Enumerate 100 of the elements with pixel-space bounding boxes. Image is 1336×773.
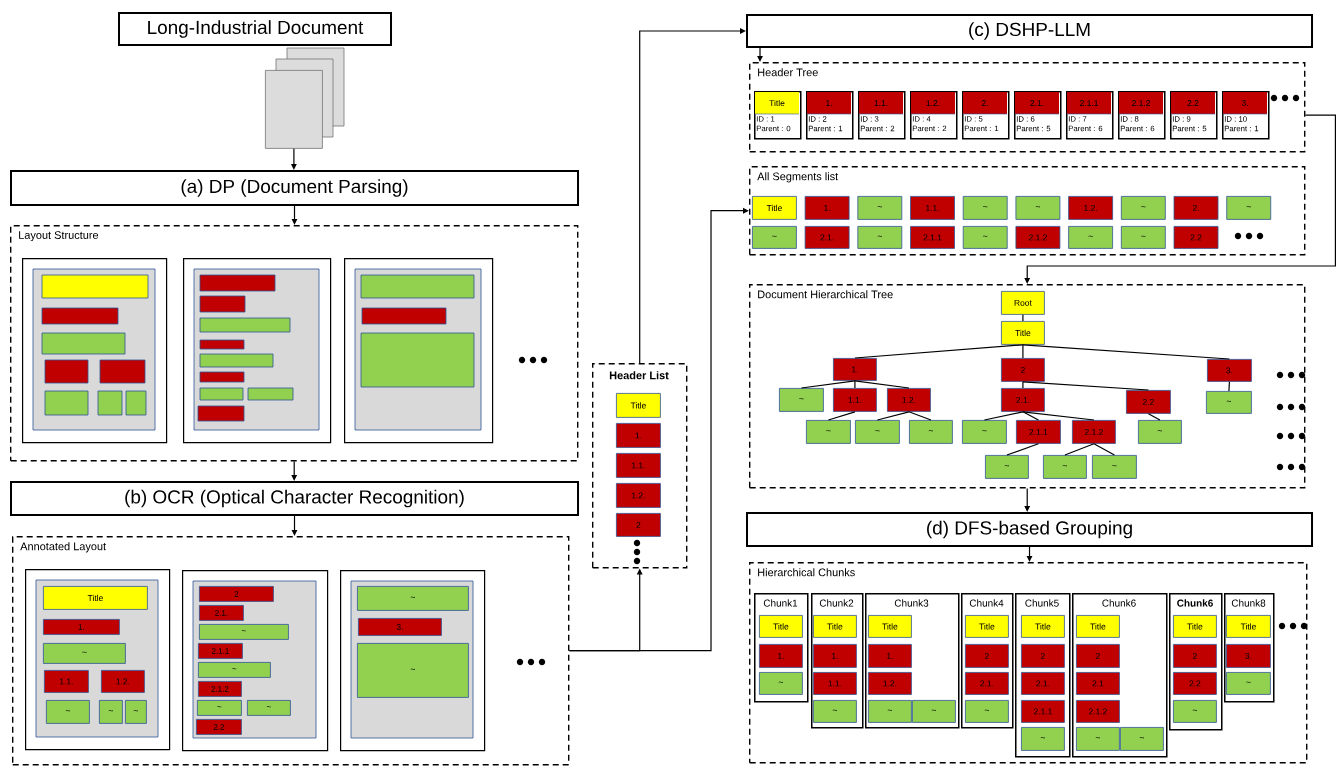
content-box: ~: [857, 196, 903, 220]
header-box: 1.2.: [887, 388, 931, 412]
header-box: 1.1.: [44, 670, 89, 693]
title-box: Title: [1173, 615, 1217, 638]
tree-line: [908, 411, 932, 421]
header-box: 2.1.1: [910, 226, 955, 249]
content-box: ~: [357, 586, 469, 611]
content-box: ~: [357, 643, 469, 698]
content-box: ~: [1021, 727, 1065, 751]
header-box: 1.2.: [616, 483, 661, 508]
tree-line: [1022, 381, 1149, 391]
tree-line: [1022, 381, 1024, 389]
tree-line: [1093, 443, 1115, 456]
tree-line: [876, 411, 910, 421]
stage-title-box: (c) DSHP-LLM: [746, 14, 1314, 48]
header-box: 1.1.: [833, 388, 877, 412]
title-box: Title: [752, 196, 797, 220]
stage-title-box: (a) DP (Document Parsing): [10, 170, 579, 206]
page-layout-drawing: [183, 258, 332, 444]
content-box: ~: [779, 388, 824, 412]
header-box: 1.1.: [910, 196, 955, 220]
header-box: 2.1.: [1021, 672, 1065, 695]
content-box: ~: [1068, 226, 1113, 249]
title-box: Title: [965, 615, 1009, 638]
content-box: ~: [1226, 672, 1271, 695]
header-box: 2.1.2: [1072, 420, 1116, 444]
content-box: ~: [46, 700, 90, 724]
arrow: [291, 205, 298, 225]
content-box: ~: [1120, 196, 1166, 220]
header-box: 2: [1021, 644, 1065, 668]
tree-line: [1228, 381, 1230, 392]
document-stack: [265, 47, 345, 149]
content-box: ~: [1173, 700, 1217, 723]
arrow: [291, 515, 298, 536]
stage-title-box: (d) DFS-based Grouping: [746, 512, 1314, 547]
header-box: 3.: [358, 618, 442, 636]
header-box: 1.: [759, 644, 803, 668]
title-box: Title: [1001, 321, 1045, 345]
tree-line: [1006, 443, 1039, 456]
tree-line: [1064, 443, 1095, 456]
content-box: ~: [752, 226, 797, 249]
tree-line: [1147, 413, 1161, 421]
header-box: 1.1.: [616, 453, 661, 478]
tree-line: [854, 380, 856, 389]
tree-line: [1022, 314, 1024, 322]
arrow: [1026, 546, 1033, 562]
header-box: 1.: [804, 196, 850, 220]
header-box: 2.1.2: [1015, 226, 1061, 249]
header-box: 2: [965, 644, 1009, 668]
content-box: ~: [1120, 226, 1166, 249]
header-box: 1.2.: [868, 672, 912, 695]
content-box: ~: [806, 420, 851, 444]
tree-line: [1022, 344, 1230, 360]
content-box: ~: [857, 226, 903, 249]
title-box: Root: [1001, 291, 1045, 315]
content-box: ~: [125, 700, 147, 724]
header-box: 2.1.: [1001, 388, 1045, 412]
header-box: 2.1.: [804, 226, 850, 249]
tree-line: [827, 411, 856, 421]
tree-line: [1022, 344, 1024, 359]
header-box: 2: [1001, 358, 1045, 382]
header-box: 2.1.1: [1016, 420, 1061, 444]
tree-line: [854, 344, 1024, 359]
title-box: Title: [1076, 615, 1120, 638]
header-box: 1.2.: [101, 670, 145, 693]
content-box: ~: [965, 700, 1009, 723]
header-box: 2.1.1: [1021, 700, 1065, 723]
content-box: ~: [962, 196, 1008, 220]
header-box: 2: [1076, 644, 1120, 668]
content-box: ~: [1092, 455, 1137, 479]
content-box: ~: [1120, 727, 1164, 751]
header-box: 2: [1173, 644, 1217, 668]
content-box: ~: [962, 420, 1007, 444]
title-box: Title: [813, 615, 857, 638]
header-box: 3.: [1207, 359, 1252, 382]
arrow: [291, 460, 298, 481]
content-box: ~: [1206, 391, 1252, 414]
arrow: [757, 47, 763, 62]
header-box: 1.: [616, 423, 661, 448]
arrow: [639, 28, 746, 364]
content-box: ~: [909, 420, 953, 444]
header-box: 1.2.: [1068, 196, 1113, 220]
content-box: ~: [962, 226, 1008, 249]
tree-line: [800, 380, 856, 389]
content-box: ~: [855, 420, 900, 444]
content-box: ~: [1226, 196, 1272, 220]
header-box: 1.: [833, 358, 877, 381]
header-box: 1.1.: [813, 672, 857, 695]
content-box: ~: [868, 700, 912, 723]
header-box: 2.1: [1076, 672, 1120, 695]
tree-line: [1022, 411, 1039, 421]
page-layout-drawing: [22, 258, 168, 444]
header-box: 3.: [1226, 644, 1271, 668]
title-box: Title: [43, 586, 148, 610]
header-box: 2.2: [1173, 672, 1217, 695]
title-box: Title: [1021, 615, 1065, 638]
title-box: Title: [868, 615, 912, 638]
page-layout-drawing: [344, 258, 494, 444]
content-box: ~: [1043, 455, 1087, 479]
arrow: [1024, 487, 1031, 512]
